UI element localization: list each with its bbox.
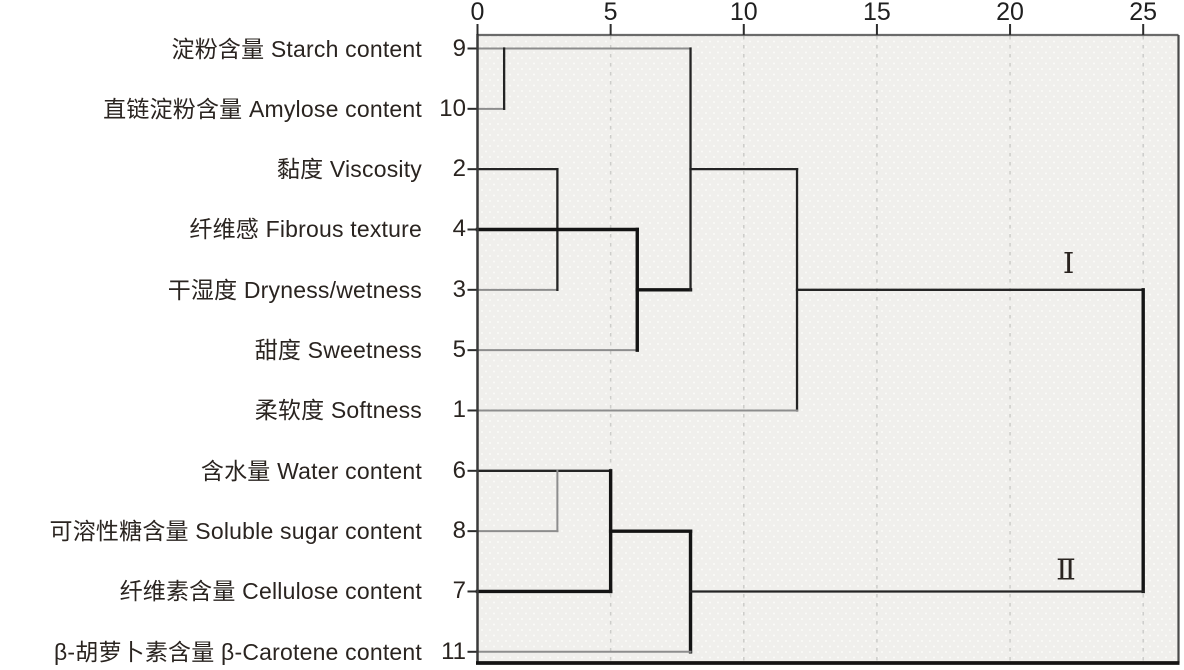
leaf-case-number: 9	[452, 34, 466, 62]
leaf-case-number: 11	[441, 637, 466, 665]
leaf-row-7: 纤维素含量 Cellulose content 7	[0, 576, 466, 606]
leaf-case-number: 2	[452, 155, 466, 183]
axis-tick-label: 15	[863, 0, 891, 26]
cluster-label: Ⅰ	[1063, 246, 1074, 280]
leaf-case-number: 7	[452, 577, 466, 605]
leaf-labels-column: 淀粉含量 Starch content 9 直链淀粉含量 Amylose conte…	[0, 0, 466, 670]
leaf-row-1: 柔软度 Softness 1	[0, 395, 466, 425]
leaf-label: 甜度 Sweetness	[254, 337, 422, 364]
leaf-row-10: 直链淀粉含量 Amylose content 10	[0, 94, 466, 124]
leaf-label: 含水量 Water content	[200, 457, 422, 484]
axis-tick-label: 5	[604, 0, 618, 26]
leaf-label: 纤维感 Fibrous texture	[189, 216, 422, 243]
leaf-row-9: 淀粉含量 Starch content 9	[0, 34, 467, 64]
leaf-case-number: 6	[452, 456, 466, 484]
leaf-label: 柔软度 Softness	[254, 397, 422, 424]
axis-tick-label: 20	[996, 0, 1024, 26]
leaf-case-number: 8	[452, 517, 466, 545]
leaf-row-11: β-胡萝卜素含量 β-Carotene content 11	[0, 637, 466, 667]
plot-background	[477, 35, 1179, 663]
leaf-label: 直链淀粉含量 Amylose content	[103, 95, 422, 122]
leaf-label: β-胡萝卜素含量 β-Carotene content	[53, 638, 422, 665]
axis-tick-label: 10	[730, 0, 758, 26]
leaf-label: 纤维素含量 Cellulose content	[119, 578, 422, 605]
leaf-label: 干湿度 Dryness/wetness	[167, 276, 422, 303]
leaf-label: 淀粉含量 Starch content	[171, 35, 422, 62]
leaf-row-4: 纤维感 Fibrous texture 4	[0, 214, 466, 244]
leaf-case-number: 1	[452, 396, 466, 424]
leaf-case-number: 5	[452, 336, 466, 364]
cluster-label: Ⅱ	[1056, 552, 1076, 586]
leaf-case-number: 4	[452, 215, 466, 243]
leaf-case-number: 10	[439, 94, 466, 122]
leaf-case-number: 3	[452, 275, 466, 303]
leaf-row-5: 甜度 Sweetness 5	[0, 335, 466, 365]
leaf-row-6: 含水量 Water content 6	[0, 456, 466, 486]
leaf-row-8: 可溶性糖含量 Soluble sugar content 8	[0, 516, 466, 546]
leaf-row-2: 黏度 Viscosity 2	[0, 154, 466, 184]
leaf-row-3: 干湿度 Dryness/wetness 3	[0, 275, 466, 305]
leaf-label: 黏度 Viscosity	[276, 156, 422, 183]
axis-tick-label: 0	[471, 0, 485, 26]
leaf-label: 可溶性糖含量 Soluble sugar content	[49, 518, 422, 545]
axis-tick-label: 25	[1129, 0, 1157, 26]
